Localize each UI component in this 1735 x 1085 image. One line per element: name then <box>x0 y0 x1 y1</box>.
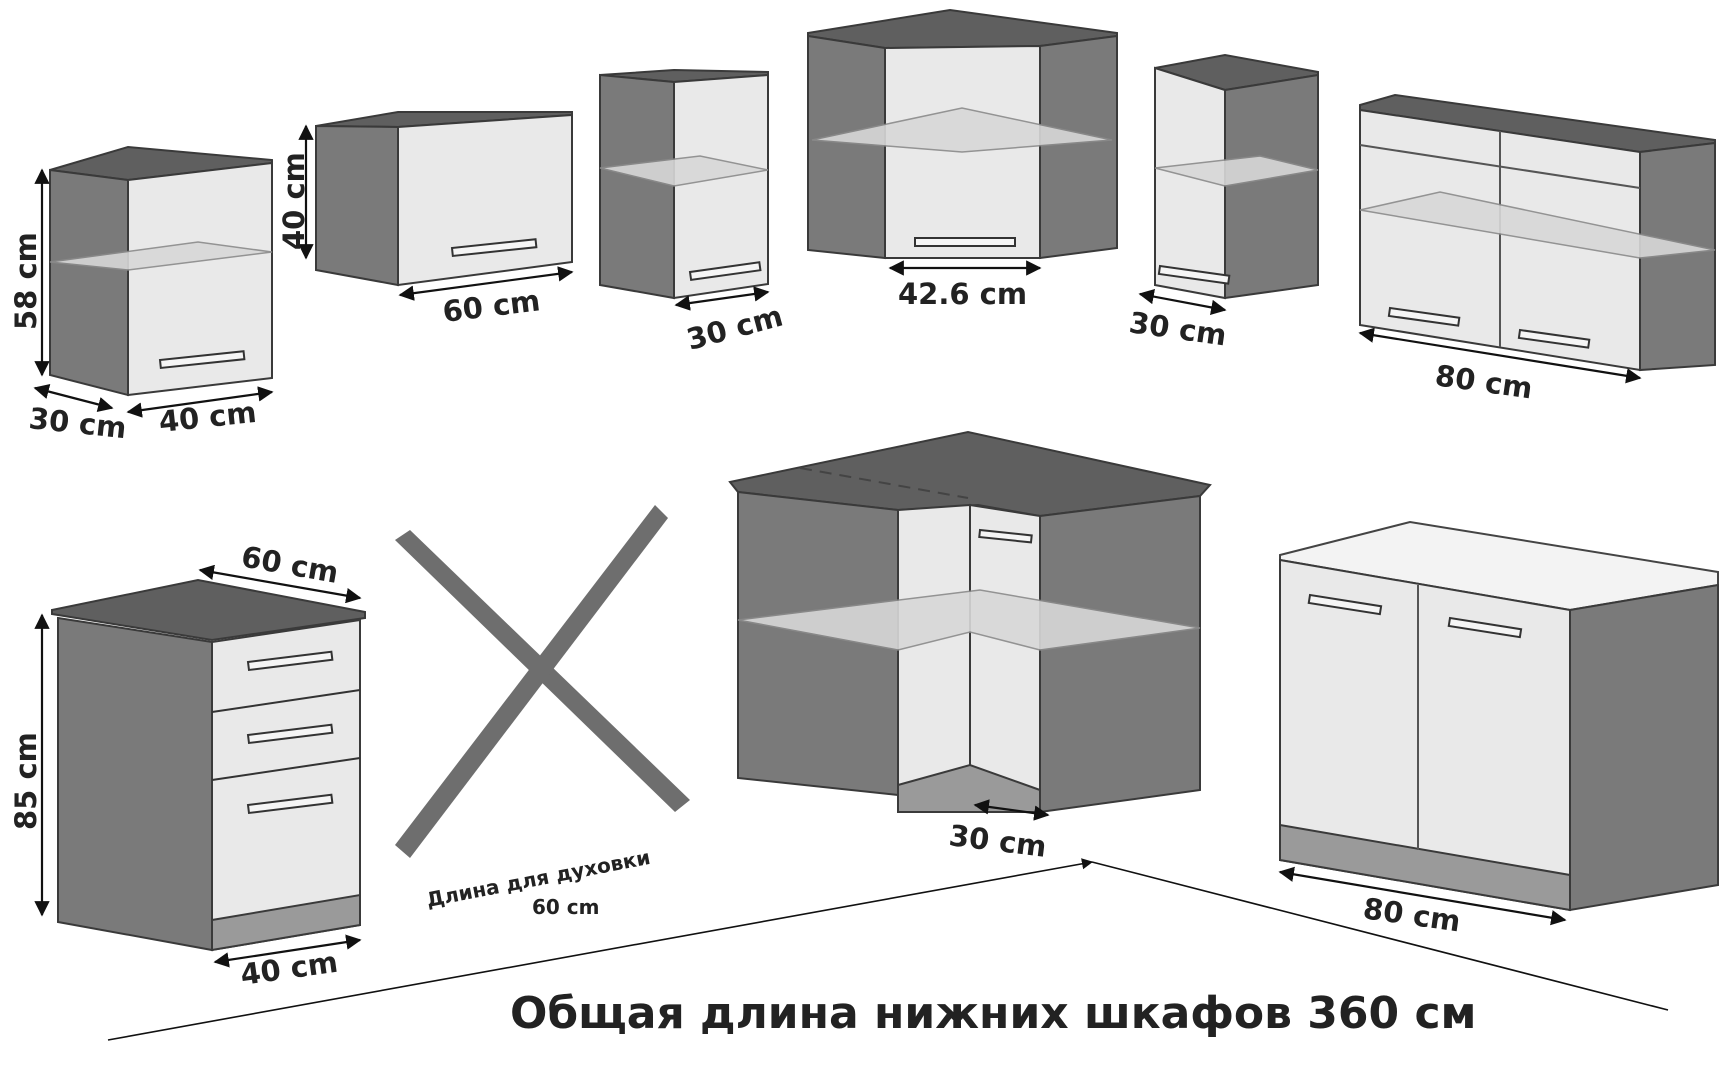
drawer-width-label: 40 cm <box>238 945 340 992</box>
lower-double-door-unit: 80 cm <box>1278 520 1719 939</box>
upper-cabinet-5: 30 cm <box>1127 53 1319 353</box>
cab2-height-label: 40 cm <box>277 152 311 250</box>
cab5-width-label: 30 cm <box>1127 305 1229 352</box>
corner-width-label: 30 cm <box>947 818 1048 864</box>
cab4-width-label: 42.6 cm <box>898 277 1027 311</box>
double-door-width-label: 80 cm <box>1361 891 1463 938</box>
oven-gap-label-line2: 60 cm <box>532 895 600 919</box>
cab1-height-label: 58 cm <box>9 232 43 330</box>
cab1-depth-label: 30 cm <box>27 401 128 445</box>
upper-cabinet-2: 40 cm 60 cm <box>277 111 574 329</box>
lower-corner-unit: 30 cm <box>728 430 1212 864</box>
cab3-width-label: 30 cm <box>683 299 786 357</box>
cab6-width-label: 80 cm <box>1433 358 1535 405</box>
upper-cabinet-3: 30 cm <box>599 68 786 357</box>
cab2-width-label: 60 cm <box>441 283 542 329</box>
cab1-width-label: 40 cm <box>157 395 258 439</box>
oven-gap: Длина для духовки 60 cm <box>395 505 690 919</box>
upper-cabinet-6: 80 cm <box>1358 93 1716 406</box>
lower-drawer-unit: 60 cm 85 cm 40 cm <box>9 539 366 992</box>
upper-cabinet-4-corner: 42.6 cm <box>807 8 1118 311</box>
total-length-indicator: Общая длина нижних шкафов 360 см <box>107 858 1669 1041</box>
drawer-height-label: 85 cm <box>9 732 43 830</box>
upper-cabinet-1: 58 cm 30 cm 40 cm <box>9 145 274 445</box>
total-length-caption: Общая длина нижних шкафов 360 см <box>510 988 1477 1039</box>
drawer-depth-label: 60 cm <box>239 539 341 589</box>
